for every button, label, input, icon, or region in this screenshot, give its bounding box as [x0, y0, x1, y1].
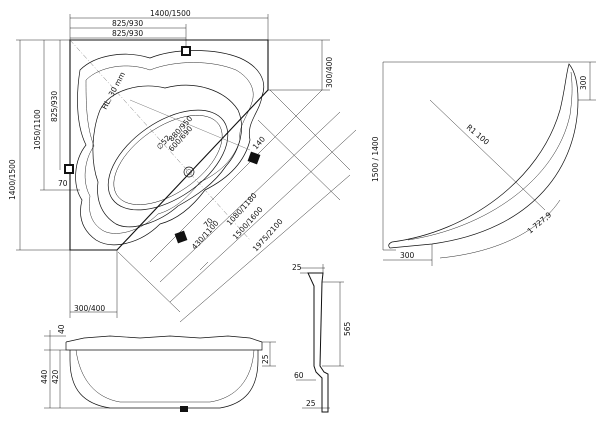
diag-tick: [199, 261, 209, 271]
side-h-440: 440: [40, 369, 49, 384]
curve-top-300: 300: [579, 75, 588, 90]
side-view: 40 440 420 25: [40, 324, 276, 412]
side-body: [69, 350, 259, 409]
curve-arc-dim: 1 727,9: [526, 210, 554, 235]
curve-height-dim: 1500 / 1400: [371, 136, 380, 182]
basin-outline: [92, 84, 242, 228]
dim-left-mid: 1050/1100: [33, 109, 42, 150]
tub-outline: [69, 39, 269, 251]
radius-line: [429, 99, 546, 211]
diag-line-c: [117, 251, 181, 313]
diag-dim-3: [169, 129, 357, 303]
dim-top-mid: 825/930: [112, 19, 143, 28]
tub-rim-inner: [84, 62, 254, 234]
jet-left-inner: [66, 166, 72, 172]
drain-inner: [186, 169, 192, 175]
diag-dim-1: [149, 89, 323, 263]
curve-radius-dim: R1 100: [465, 123, 491, 147]
panel-height-565: 565: [343, 321, 352, 336]
diag-line-a: [257, 119, 341, 201]
panel-section-view: 25 565 60 25: [292, 263, 352, 413]
dim-left-inner: 825/930: [50, 91, 59, 122]
jet-140-dim: 140: [251, 135, 267, 152]
diag-line-b: [269, 89, 351, 171]
jet-top-inner: [183, 48, 189, 54]
side-drain: [180, 406, 188, 412]
panel-mid-60: 60: [294, 371, 304, 380]
side-rim-40: 40: [57, 324, 66, 334]
side-rim-top: [65, 335, 263, 343]
dim-top-total: 1400/1500: [150, 9, 191, 18]
diag-dim-4: [179, 174, 351, 323]
diag-dim-2: [159, 111, 341, 283]
jet-bottom: [174, 230, 188, 244]
dim-top-inner: 825/930: [112, 29, 143, 38]
oval-basin-inner: [113, 115, 223, 205]
dim-bottom-left: 300/400: [74, 304, 105, 313]
panel-bottom-25: 25: [306, 399, 316, 408]
head-rest-line: [129, 99, 251, 151]
side-right-25: 25: [261, 354, 270, 364]
dim-left-total: 1400/1500: [8, 159, 17, 200]
panel-profile: [307, 272, 329, 413]
dim-corner-70: 70: [58, 179, 68, 188]
curved-panel-shape: [388, 63, 579, 249]
centerline: [69, 39, 251, 241]
curve-bottom-300: 300: [400, 251, 415, 260]
side-h-420: 420: [51, 369, 60, 384]
oval-basin: [107, 109, 229, 211]
panel-top-25: 25: [292, 263, 302, 272]
side-rim: [65, 342, 263, 351]
arc-dim-line: [439, 199, 561, 259]
side-body-inner: [75, 349, 255, 403]
plan-view: 1400/1500 825/930 825/930 1400/1500 1050…: [8, 9, 357, 323]
dim-right-top: 300/400: [325, 57, 334, 88]
drain: [183, 166, 195, 178]
curved-panel-view: 1500 / 1400 R1 100 1 727,9 300 300: [371, 61, 596, 266]
